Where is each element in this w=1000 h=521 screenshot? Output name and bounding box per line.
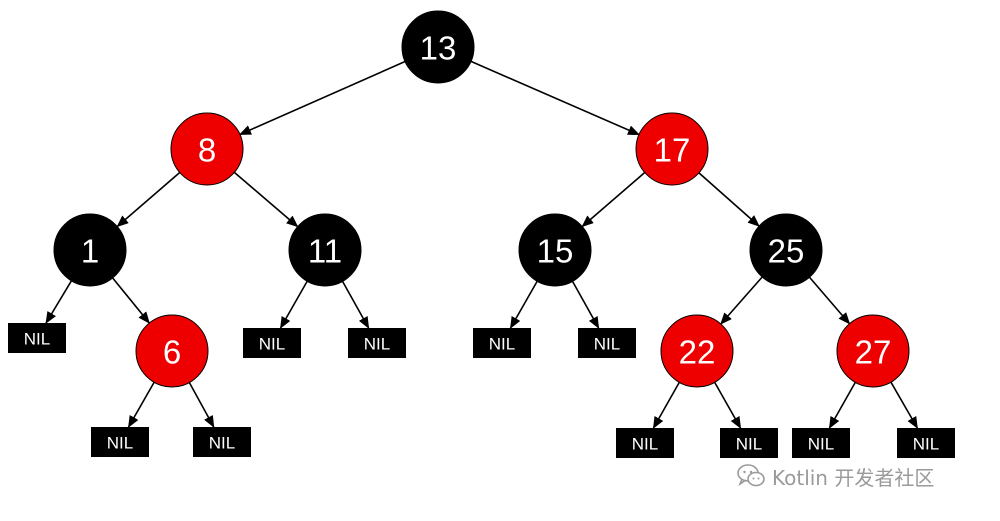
edge-n11-nil11a	[279, 280, 308, 329]
edge-n1-nil1	[45, 280, 73, 324]
edge-n25-n22	[720, 276, 763, 325]
tree-node-15: 15	[518, 213, 592, 287]
node-label: 11	[308, 233, 342, 270]
nil-label: NIL	[489, 335, 515, 354]
node-circle	[518, 213, 592, 287]
nil-leaf: NIL	[578, 328, 636, 358]
edge-n27-nil27a	[828, 381, 856, 429]
wechat-icon	[737, 464, 765, 487]
node-circle	[135, 314, 209, 388]
node-circle	[401, 10, 475, 84]
nil-label: NIL	[632, 435, 658, 454]
edge-n27-nil27b	[890, 381, 919, 429]
nil-label: NIL	[594, 335, 620, 354]
node-label: 15	[537, 233, 574, 270]
nil-leaf: NIL	[473, 328, 531, 358]
node-label: 1	[81, 233, 99, 270]
tree-node-8: 8	[170, 112, 244, 186]
nil-box	[897, 428, 955, 458]
edge-n1-n6	[112, 277, 150, 324]
nil-box	[473, 328, 531, 358]
node-label: 27	[855, 334, 892, 371]
nil-leaf: NIL	[91, 427, 149, 457]
tree-node-1: 1	[53, 213, 127, 287]
nil-leaf: NIL	[243, 328, 301, 358]
nil-box	[8, 323, 66, 353]
nil-label: NIL	[913, 435, 939, 454]
tree-node-22: 22	[660, 314, 734, 388]
nil-leaf: NIL	[193, 427, 251, 457]
edge-n15-nil15a	[509, 280, 538, 329]
node-circle	[749, 213, 823, 287]
node-label: 13	[420, 30, 457, 67]
tree-node-25: 25	[749, 213, 823, 287]
nil-box	[91, 427, 149, 457]
tree-node-17: 17	[635, 112, 709, 186]
nil-leaf: NIL	[348, 328, 406, 358]
edges	[45, 60, 919, 429]
edge-n6-nil6b	[188, 382, 215, 428]
watermark: Kotlin 开发者社区	[736, 458, 990, 494]
node-label: 22	[679, 334, 716, 371]
edge-n17-n25	[698, 172, 760, 227]
nil-label: NIL	[24, 330, 50, 349]
node-label: 6	[163, 334, 181, 371]
edge-n13-n8	[239, 60, 406, 136]
tree-node-13: 13	[401, 10, 475, 84]
edge-n15-nil15b	[571, 281, 600, 329]
tree-node-6: 6	[135, 314, 209, 388]
nil-leaf: NIL	[897, 428, 955, 458]
node-circle	[660, 314, 734, 388]
nil-leaf: NIL	[720, 428, 778, 458]
nil-box	[616, 428, 674, 458]
edge-n22-nil22b	[714, 381, 742, 429]
nil-leaf: NIL	[8, 323, 66, 353]
nil-leaf: NIL	[792, 428, 850, 458]
nil-box	[193, 427, 251, 457]
tree-node-27: 27	[836, 314, 910, 388]
node-circle	[53, 213, 127, 287]
node-label: 17	[654, 132, 691, 169]
edge-n25-n27	[808, 276, 851, 325]
edge-n17-n15	[581, 171, 646, 228]
node-circle	[836, 314, 910, 388]
node-circle	[288, 213, 362, 287]
nil-box	[578, 328, 636, 358]
edge-n13-n17	[470, 60, 640, 136]
edge-n11-nil11b	[341, 281, 370, 329]
node-label: 8	[198, 132, 216, 169]
nil-label: NIL	[736, 435, 762, 454]
nil-box	[243, 328, 301, 358]
nil-box	[348, 328, 406, 358]
node-label: 25	[768, 233, 805, 270]
nil-box	[720, 428, 778, 458]
edge-n6-nil6a	[127, 381, 155, 428]
tree-node-11: 11	[288, 213, 362, 287]
node-circle	[635, 112, 709, 186]
edge-n8-n11	[233, 171, 299, 228]
nil-leaf: NIL	[616, 428, 674, 458]
edge-n8-n1	[116, 171, 181, 228]
watermark-text: Kotlin 开发者社区	[772, 465, 935, 490]
nil-label: NIL	[364, 335, 390, 354]
node-circle	[170, 112, 244, 186]
nil-box	[792, 428, 850, 458]
nil-label: NIL	[209, 434, 235, 453]
nil-label: NIL	[107, 434, 133, 453]
nil-label: NIL	[808, 435, 834, 454]
nil-label: NIL	[259, 335, 285, 354]
edge-n22-nil22a	[652, 381, 680, 429]
